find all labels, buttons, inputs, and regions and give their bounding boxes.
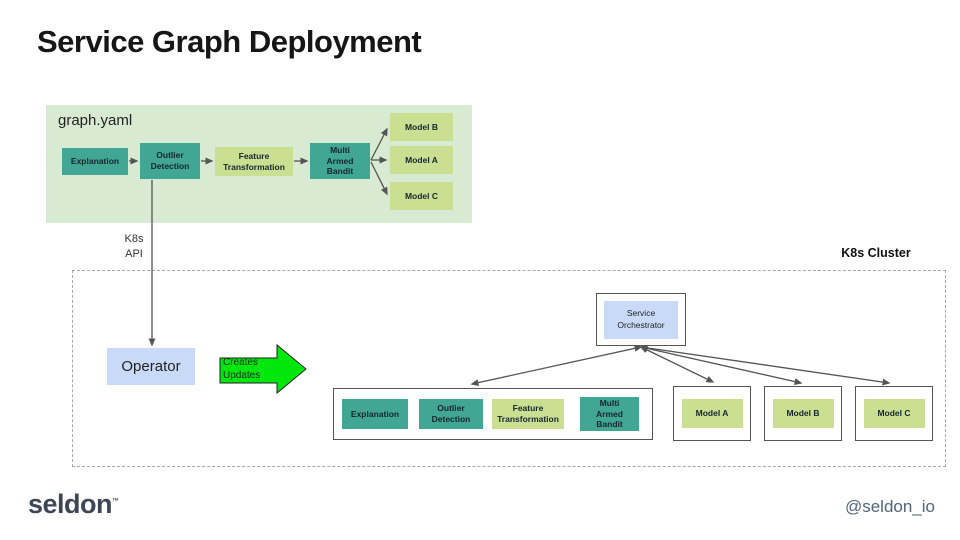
cluster-node-outlier-detection: Outlier Detection	[419, 399, 483, 429]
k8s-cluster-boundary	[72, 270, 946, 467]
service-orchestrator-node: Service Orchestrator	[604, 300, 678, 339]
service-orchestrator-container: Service Orchestrator	[596, 293, 686, 346]
page-title: Service Graph Deployment	[37, 24, 422, 59]
cluster-node-model-c: Model C	[863, 399, 925, 428]
yaml-node-outlier-detection: Outlier Detection	[140, 143, 200, 179]
cluster-node-multi-armed-bandit: Multi Armed Bandit	[580, 397, 639, 431]
model-b-container: Model B	[764, 386, 842, 441]
model-a-container: Model A	[673, 386, 751, 441]
cluster-node-feature-transformation: Feature Transformation	[492, 399, 564, 429]
creates-updates-label: Creates Updates	[223, 357, 261, 381]
yaml-node-model-a: Model A	[390, 146, 453, 174]
k8s-api-label: K8s API	[124, 233, 144, 260]
twitter-handle: @seldon_io	[844, 497, 935, 516]
operator-node: Operator	[107, 348, 195, 385]
yaml-node-model-b: Model B	[390, 113, 453, 141]
yaml-node-multi-armed-bandit: Multi Armed Bandit	[310, 143, 370, 179]
yaml-node-feature-transformation: Feature Transformation	[215, 147, 293, 176]
model-c-container: Model C	[855, 386, 933, 441]
seldon-logo-text: seldon	[28, 489, 113, 519]
graph-yaml-label: graph.yaml	[58, 112, 133, 129]
cluster-node-explanation: Explanation	[342, 399, 408, 429]
k8s-cluster-label: K8s Cluster	[841, 246, 911, 260]
seldon-logo-trademark: ™	[112, 498, 119, 505]
yaml-node-model-c: Model C	[390, 182, 453, 210]
seldon-logo: seldon™	[28, 489, 119, 520]
cluster-node-model-b: Model B	[772, 399, 834, 428]
yaml-node-explanation: Explanation	[62, 148, 128, 175]
cluster-node-model-a: Model A	[681, 399, 743, 428]
